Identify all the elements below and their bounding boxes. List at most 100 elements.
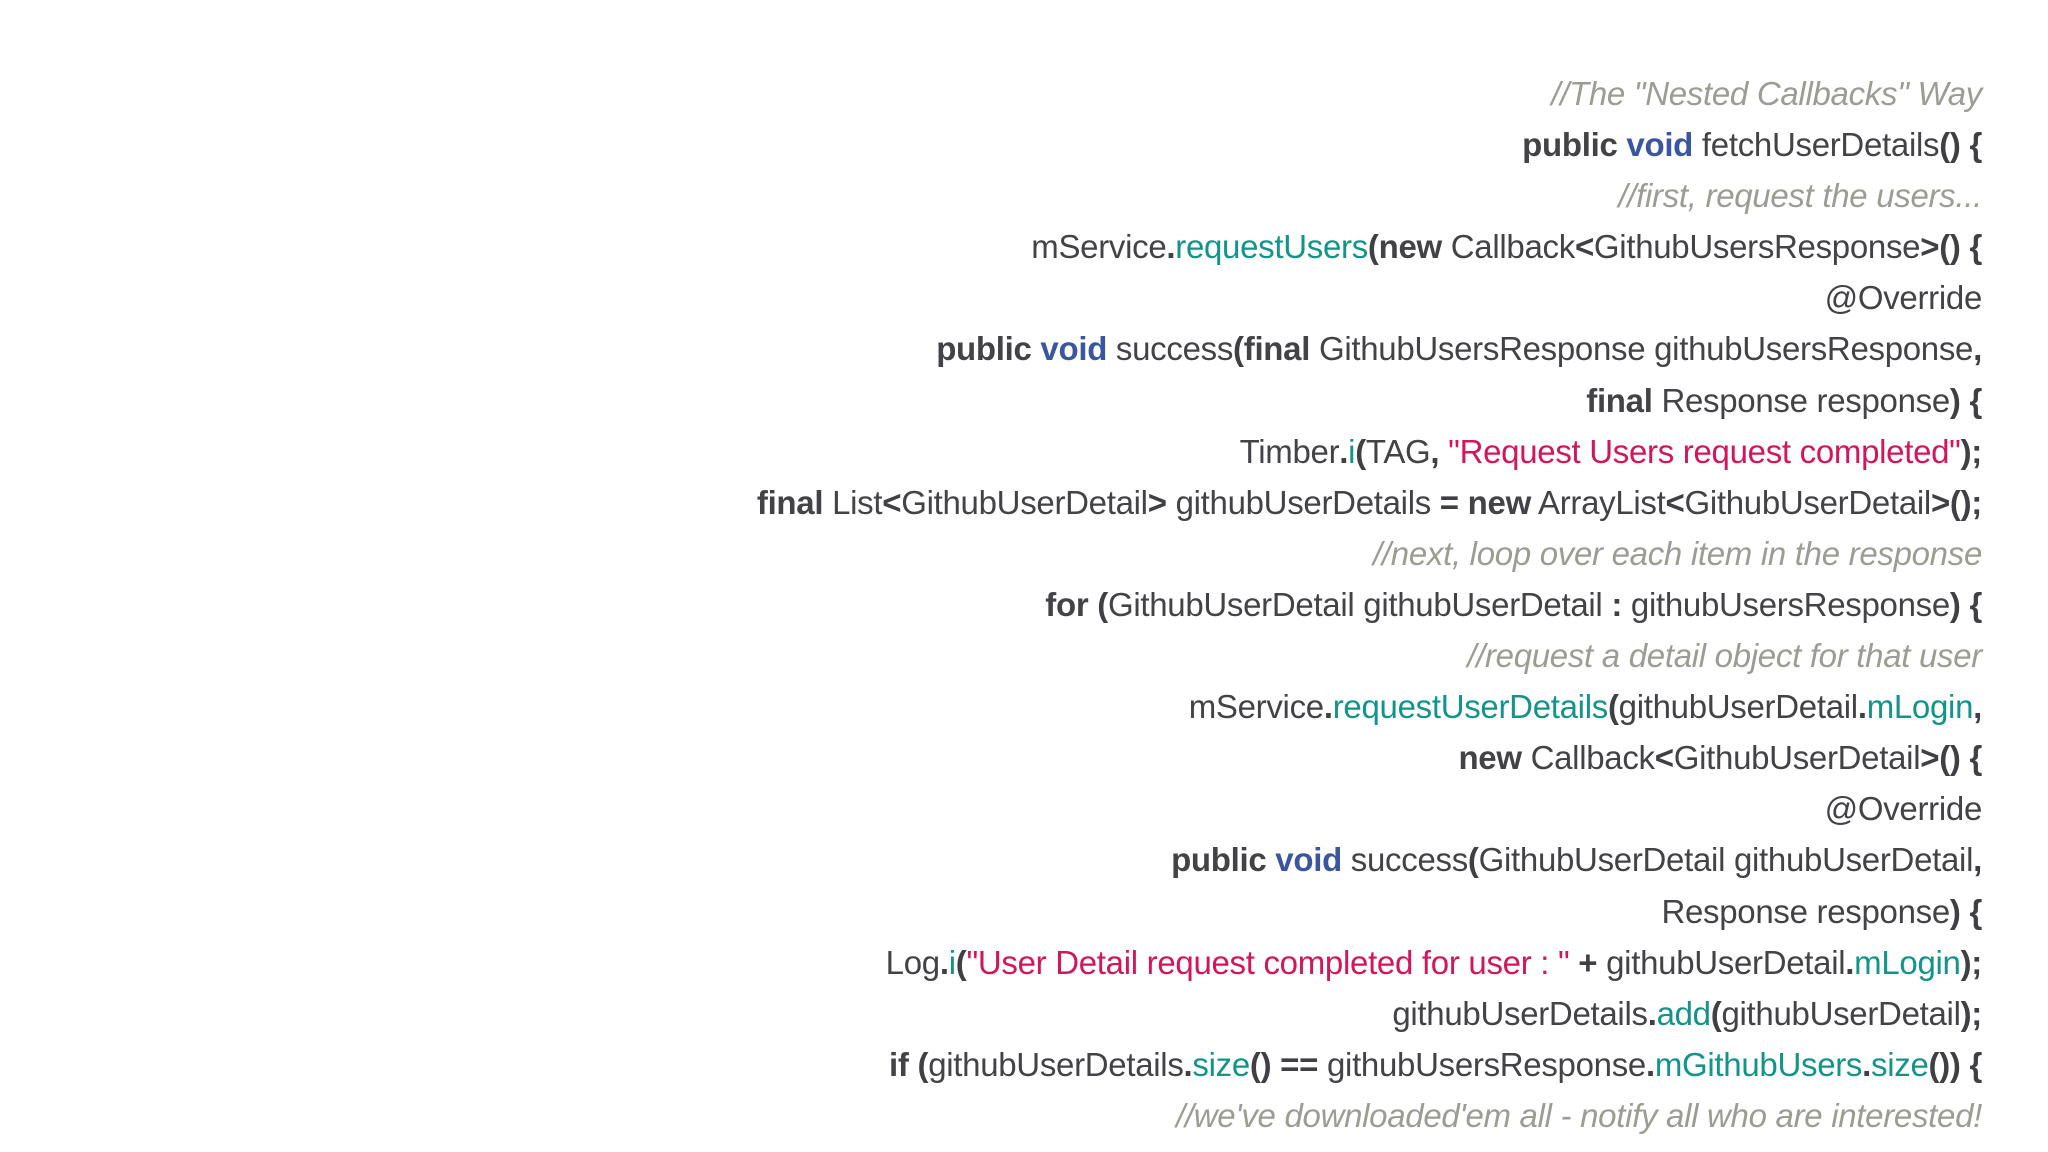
- code-token-punct: );: [1960, 432, 1983, 470]
- code-token-keyword: public: [1171, 841, 1276, 879]
- code-token-comment: //first, request the users...: [1618, 177, 1982, 215]
- code-line: //first, request the users...: [0, 170, 1982, 221]
- code-token-plain: ArrayList: [1530, 483, 1666, 521]
- code-token-keyword: for: [1045, 585, 1098, 623]
- code-token-method: size: [1192, 1045, 1250, 1083]
- code-line: public void success(GithubUserDetail git…: [0, 834, 1982, 885]
- code-token-void: void: [1040, 330, 1108, 368]
- code-line: //we've downloaded'em all - notify all w…: [0, 1090, 1982, 1141]
- code-token-punct: <: [882, 483, 902, 521]
- code-token-plain: @Override: [1824, 279, 1983, 317]
- code-line: final Response response) {: [0, 375, 1982, 426]
- code-token-keyword: new: [1467, 483, 1532, 521]
- code-line: mService.requestUsers(new Callback<Githu…: [0, 221, 1982, 272]
- code-token-keyword: final: [1586, 381, 1653, 419]
- code-token-plain: githubUserDetail: [1618, 688, 1858, 726]
- code-token-keyword: public: [936, 330, 1041, 368]
- code-token-punct: (: [1367, 228, 1379, 266]
- code-token-punct: .: [939, 943, 949, 981]
- code-token-plain: githubUserDetails: [928, 1045, 1184, 1083]
- code-token-punct: .: [1323, 688, 1333, 726]
- code-token-punct: (: [1097, 585, 1108, 623]
- code-token-plain: GithubUserDetail: [901, 483, 1148, 521]
- code-token-plain: [1569, 944, 1578, 981]
- code-line: @Override: [0, 272, 1983, 323]
- code-line: mService.requestUserDetails(githubUserDe…: [0, 681, 1983, 732]
- code-token-plain: Callback: [1521, 739, 1655, 777]
- code-token-punct: =: [1439, 483, 1459, 521]
- code-token-plain: githubUserDetail: [1597, 943, 1846, 981]
- code-token-punct: >() {: [1920, 228, 1982, 266]
- code-token-punct: ) {: [1949, 381, 1982, 419]
- code-token-plain: mService: [1031, 228, 1167, 266]
- code-token-punct: ,: [1973, 688, 1982, 726]
- code-token-string: "User Detail request completed for user …: [966, 943, 1570, 981]
- code-line: githubUserDetails.add(githubUserDetail);: [0, 988, 1982, 1039]
- code-line: Timber.i(TAG, "Request Users request com…: [0, 426, 1983, 477]
- code-token-plain: success: [1341, 841, 1468, 879]
- code-token-comment: //The "Nested Callbacks" Way: [1551, 75, 1982, 112]
- code-token-plain: githubUsersResponse: [1622, 585, 1950, 623]
- code-token-punct: ,: [1430, 432, 1449, 470]
- code-token-plain: @Override: [1824, 790, 1983, 828]
- code-line: Response response) {: [0, 886, 1982, 937]
- code-token-void: void: [1275, 841, 1342, 879]
- code-token-plain: githubUserDetails: [1392, 994, 1648, 1032]
- code-token-string: "Request Users request completed": [1448, 432, 1961, 470]
- code-token-plain: success: [1107, 330, 1234, 368]
- code-token-punct: .: [1862, 1045, 1872, 1083]
- code-token-punct: +: [1578, 943, 1598, 981]
- code-token-keyword: if: [889, 1045, 918, 1083]
- code-token-method: i: [1348, 432, 1356, 470]
- code-token-plain: GithubUsersResponse githubUsersResponse: [1310, 330, 1974, 368]
- code-line: new Callback<GithubUserDetail>() {: [0, 732, 1982, 783]
- code-token-plain: GithubUsersResponse: [1593, 228, 1921, 266]
- code-token-method: requestUsers: [1175, 228, 1368, 266]
- code-token-plain: GithubUserDetail githubUserDetail: [1478, 841, 1974, 879]
- code-token-method: mLogin: [1854, 943, 1961, 981]
- code-token-method: i: [948, 943, 956, 981]
- code-line: //next, loop over each item in the respo…: [0, 528, 1982, 579]
- code-token-punct: .: [1166, 228, 1176, 266]
- code-token-plain: [1459, 484, 1468, 521]
- code-token-plain: mService: [1188, 688, 1324, 726]
- code-token-plain: List: [823, 483, 883, 521]
- code-token-comment: //we've downloaded'em all - notify all w…: [1176, 1096, 1982, 1134]
- code-line: Log.i("User Detail request completed for…: [0, 937, 1983, 988]
- code-line: public void success(final GithubUsersRes…: [0, 323, 1982, 374]
- code-token-punct: );: [1960, 943, 1983, 981]
- code-token-punct: ,: [1973, 330, 1982, 368]
- code-token-punct: (: [955, 943, 967, 981]
- code-token-plain: TAG: [1365, 432, 1431, 470]
- code-token-punct: .: [1647, 994, 1657, 1032]
- code-token-plain: Log: [885, 943, 940, 981]
- code-token-punct: ) {: [1949, 585, 1982, 623]
- code-token-plain: GithubUserDetail: [1673, 739, 1921, 777]
- code-token-punct: (: [917, 1045, 929, 1083]
- code-token-plain: Timber: [1239, 432, 1340, 470]
- code-token-plain: githubUserDetails: [1166, 483, 1440, 521]
- code-token-comment: //request a detail object for that user: [1467, 637, 1982, 675]
- code-token-plain: GithubUserDetail: [1684, 483, 1931, 521]
- code-token-punct: .: [1845, 943, 1855, 981]
- code-token-punct: <: [1665, 483, 1685, 521]
- code-token-method: mGithubUsers: [1654, 1045, 1863, 1083]
- code-token-punct: >: [1147, 483, 1167, 521]
- code-token-punct: (: [1355, 432, 1366, 470]
- code-token-punct: >();: [1930, 483, 1982, 521]
- code-line: //The "Nested Callbacks" Way: [0, 68, 1982, 119]
- code-line: @Override: [0, 783, 1983, 834]
- code-token-plain: githubUsersResponse: [1326, 1045, 1646, 1083]
- code-token-keyword: public: [1522, 126, 1627, 164]
- code-token-plain: Response response: [1652, 381, 1950, 419]
- code-token-plain: GithubUserDetail githubUserDetail: [1107, 585, 1612, 623]
- code-token-method: requestUserDetails: [1332, 688, 1609, 726]
- code-token-punct: (: [1607, 688, 1619, 726]
- code-token-punct: ,: [1973, 841, 1982, 879]
- code-token-comment: //next, loop over each item in the respo…: [1373, 534, 1982, 572]
- code-line: public void fetchUserDetails() {: [0, 119, 1982, 170]
- code-token-method: size: [1871, 1045, 1929, 1083]
- code-token-punct: () ==: [1249, 1045, 1327, 1083]
- code-token-punct: .: [1339, 432, 1349, 470]
